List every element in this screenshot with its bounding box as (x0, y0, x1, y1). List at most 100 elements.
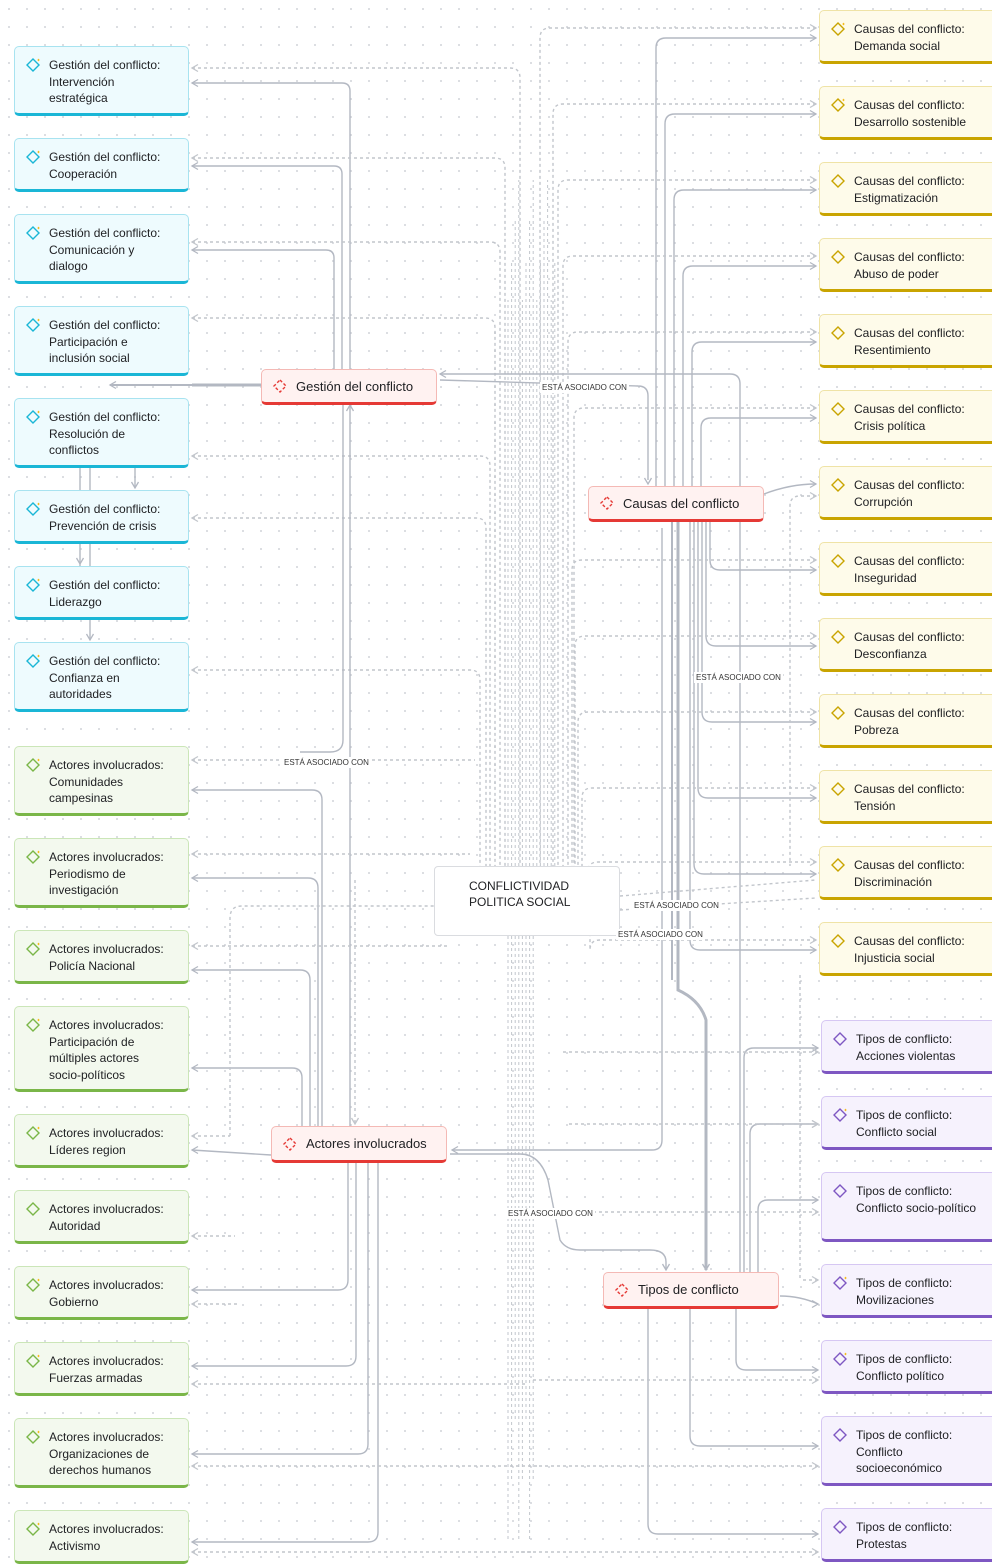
node-tipos-protestas[interactable]: Tipos de conflicto: Protestas (821, 1508, 992, 1562)
arrowhead (661, 1263, 671, 1272)
node-tipos-socioeconomico[interactable]: Tipos de conflicto: Conflicto socioeconó… (821, 1416, 992, 1486)
node-gestion-comunicacion[interactable]: Gestión del conflicto: Comunicación y di… (14, 214, 189, 284)
idea-diamond-icon (830, 553, 846, 569)
central-topic-line: CONFLICTIVIDAD (469, 879, 570, 893)
arrowhead (809, 869, 818, 879)
node-actores-activismo[interactable]: Actores involucrados: Activismo (14, 1510, 189, 1564)
node-causas-injusticia[interactable]: Causas del conflicto: Injusticia social (819, 922, 992, 976)
node-line: Pobreza (854, 722, 899, 737)
node-causas-tension[interactable]: Causas del conflicto: Tensión (819, 770, 992, 824)
node-gestion-participacion[interactable]: Gestión del conflicto: Participación e i… (14, 306, 189, 376)
node-tipos-movilizaciones[interactable]: Tipos de conflicto: Movilizaciones (821, 1264, 992, 1318)
node-line: Resolución de (49, 426, 126, 441)
node-prefix: Tipos de conflicto: (856, 1108, 953, 1122)
node-prefix: Actores involucrados: (49, 1354, 164, 1368)
arrowhead (809, 565, 818, 575)
central-topic-node[interactable]: CONFLICTIVIDAD POLITICA SOCIAL (434, 866, 620, 936)
node-causas-corrupcion[interactable]: Causas del conflicto: Corrupción (819, 466, 992, 520)
node-gestion-intervencion[interactable]: Gestión del conflicto: Intervención estr… (14, 46, 189, 116)
connector-line (673, 189, 816, 486)
node-line: Activismo (49, 1538, 101, 1553)
node-prefix: Causas del conflicto: (854, 706, 965, 720)
node-actores-gobierno[interactable]: Actores involucrados: Gobierno (14, 1266, 189, 1320)
node-prefix: Tipos de conflicto: (856, 1352, 953, 1366)
arrowhead (190, 63, 199, 73)
idea-diamond-icon (832, 1031, 848, 1047)
node-line: autoridades (49, 687, 112, 701)
idea-diamond-icon (832, 1351, 848, 1367)
node-actores-organizaciones[interactable]: Actores involucrados: Organizaciones de … (14, 1418, 189, 1488)
hub-causas-del-conflicto[interactable]: Causas del conflicto (588, 486, 764, 522)
node-line: dialogo (49, 259, 88, 273)
node-actores-autoridad[interactable]: Actores involucrados: Autoridad (14, 1190, 189, 1244)
node-line: investigación (49, 883, 119, 897)
hub-gestion-del-conflicto[interactable]: Gestión del conflicto (261, 369, 437, 405)
node-prefix: Gestión del conflicto: (49, 150, 161, 164)
connector-line (567, 331, 816, 866)
node-causas-pobreza[interactable]: Causas del conflicto: Pobreza (819, 694, 992, 748)
hub-tipos-de-conflicto[interactable]: Tipos de conflicto (603, 1272, 779, 1309)
edge-label: ESTÁ ASOCIADO CON (282, 757, 371, 768)
arrowhead (809, 707, 818, 717)
node-line: Confianza en (49, 670, 120, 685)
connector-line (439, 379, 649, 480)
arrowhead (809, 479, 818, 489)
node-causas-crisis[interactable]: Causas del conflicto: Crisis política (819, 390, 992, 444)
connector-line (709, 522, 816, 571)
connector-line (192, 165, 343, 369)
node-gestion-liderazgo[interactable]: Gestión del conflicto: Liderazgo (14, 566, 189, 620)
connector-line (676, 522, 708, 1270)
node-tipos-acciones-violentas[interactable]: Tipos de conflicto: Acciones violentas (821, 1020, 992, 1074)
node-actores-participacion[interactable]: Actores involucrados: Participación de m… (14, 1006, 189, 1092)
idea-diamond-icon (599, 495, 615, 511)
node-causas-desconfianza[interactable]: Causas del conflicto: Desconfianza (819, 618, 992, 672)
connector-line (452, 528, 663, 1151)
connector-line (192, 1163, 349, 1291)
arrowhead (809, 631, 818, 641)
node-gestion-resolucion[interactable]: Gestión del conflicto: Resolución de con… (14, 398, 189, 468)
node-causas-demanda-social[interactable]: Causas del conflicto: Demanda social (819, 10, 992, 64)
node-tipos-conflicto-politico[interactable]: Tipos de conflicto: Conflicto político (821, 1340, 992, 1394)
node-causas-abuso[interactable]: Causas del conflicto: Abuso de poder (819, 238, 992, 292)
arrowhead (190, 941, 199, 951)
node-causas-desarrollo[interactable]: Causas del conflicto: Desarrollo sosteni… (819, 86, 992, 140)
node-prefix: Gestión del conflicto: (49, 58, 161, 72)
node-actores-policia[interactable]: Actores involucrados: Policía Nacional (14, 930, 189, 984)
node-gestion-prevencion[interactable]: Gestión del conflicto: Prevención de cri… (14, 490, 189, 544)
node-actores-comunidades[interactable]: Actores involucrados: Comunidades campes… (14, 746, 189, 816)
node-gestion-confianza[interactable]: Gestión del conflicto: Confianza en auto… (14, 642, 189, 712)
hub-actores-involucrados[interactable]: Actores involucrados (271, 1126, 447, 1163)
edge-label: ESTÁ ASOCIADO CON (506, 1208, 595, 1219)
node-line: Resentimiento (854, 342, 931, 357)
idea-diamond-icon (25, 1125, 41, 1141)
node-tipos-conflicto-social[interactable]: Tipos de conflicto: Conflicto social (821, 1096, 992, 1150)
node-causas-inseguridad[interactable]: Causas del conflicto: Inseguridad (819, 542, 992, 596)
connector-line (192, 241, 501, 866)
connector-line (192, 157, 506, 866)
node-tipos-socio-politico[interactable]: Tipos de conflicto: Conflicto socio-polí… (821, 1172, 992, 1242)
node-causas-resentimiento[interactable]: Causas del conflicto: Resentimiento (819, 314, 992, 368)
node-causas-estigmatizacion[interactable]: Causas del conflicto: Estigmatización (819, 162, 992, 216)
idea-diamond-icon (272, 378, 288, 394)
node-prefix: Tipos de conflicto: (856, 1184, 953, 1198)
arrowhead (190, 161, 199, 171)
node-line: Tensión (854, 798, 896, 813)
node-line: Gobierno (49, 1294, 99, 1309)
arrowhead (811, 1119, 820, 1129)
node-prefix: Tipos de conflicto: (856, 1276, 953, 1290)
arrowhead (450, 1145, 459, 1155)
node-actores-fuerzas[interactable]: Actores involucrados: Fuerzas armadas (14, 1342, 189, 1396)
arrowhead (190, 965, 199, 975)
idea-diamond-icon (25, 653, 41, 669)
idea-diamond-icon (25, 849, 41, 865)
node-actores-periodismo[interactable]: Actores involucrados: Periodismo de inve… (14, 838, 189, 908)
node-causas-discriminacion[interactable]: Causas del conflicto: Discriminación (819, 846, 992, 900)
node-prefix: Gestión del conflicto: (49, 410, 161, 424)
node-actores-lideres[interactable]: Actores involucrados: Líderes region (14, 1114, 189, 1168)
arrowhead (190, 785, 199, 795)
node-gestion-cooperacion[interactable]: Gestión del conflicto: Cooperación (14, 138, 189, 192)
idea-diamond-icon (830, 857, 846, 873)
connector-line (192, 1163, 369, 1455)
node-prefix: Causas del conflicto: (854, 478, 965, 492)
node-line: Movilizaciones (856, 1292, 935, 1307)
